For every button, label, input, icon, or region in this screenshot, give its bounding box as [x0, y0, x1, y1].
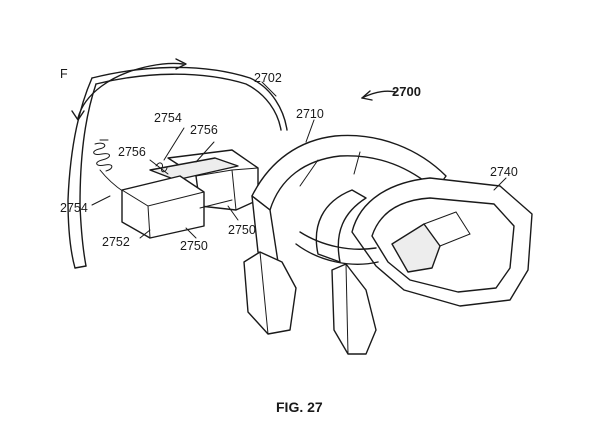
figure-caption: FIG. 27: [276, 399, 323, 415]
label-2750-right: 2750: [228, 223, 256, 237]
label-2710: 2710: [296, 107, 324, 121]
label-2754-top: 2754: [154, 111, 182, 125]
label-2756-top: 2756: [190, 123, 218, 137]
label-2756-left: 2756: [118, 145, 146, 159]
leader-lines: [91, 81, 507, 239]
label-2700: 2700: [392, 84, 421, 99]
label-2754-left: 2754: [60, 201, 88, 215]
ear-cushion-2710: [243, 134, 447, 335]
rear-frame-2740: [351, 177, 533, 307]
force-arrow: [71, 58, 187, 121]
label-2740: 2740: [490, 165, 518, 179]
label-2750-bottom: 2750: [180, 239, 208, 253]
clip-arm: [295, 189, 379, 355]
label-force: F: [60, 67, 68, 81]
label-2752: 2752: [102, 235, 130, 249]
label-2702: 2702: [254, 71, 282, 85]
